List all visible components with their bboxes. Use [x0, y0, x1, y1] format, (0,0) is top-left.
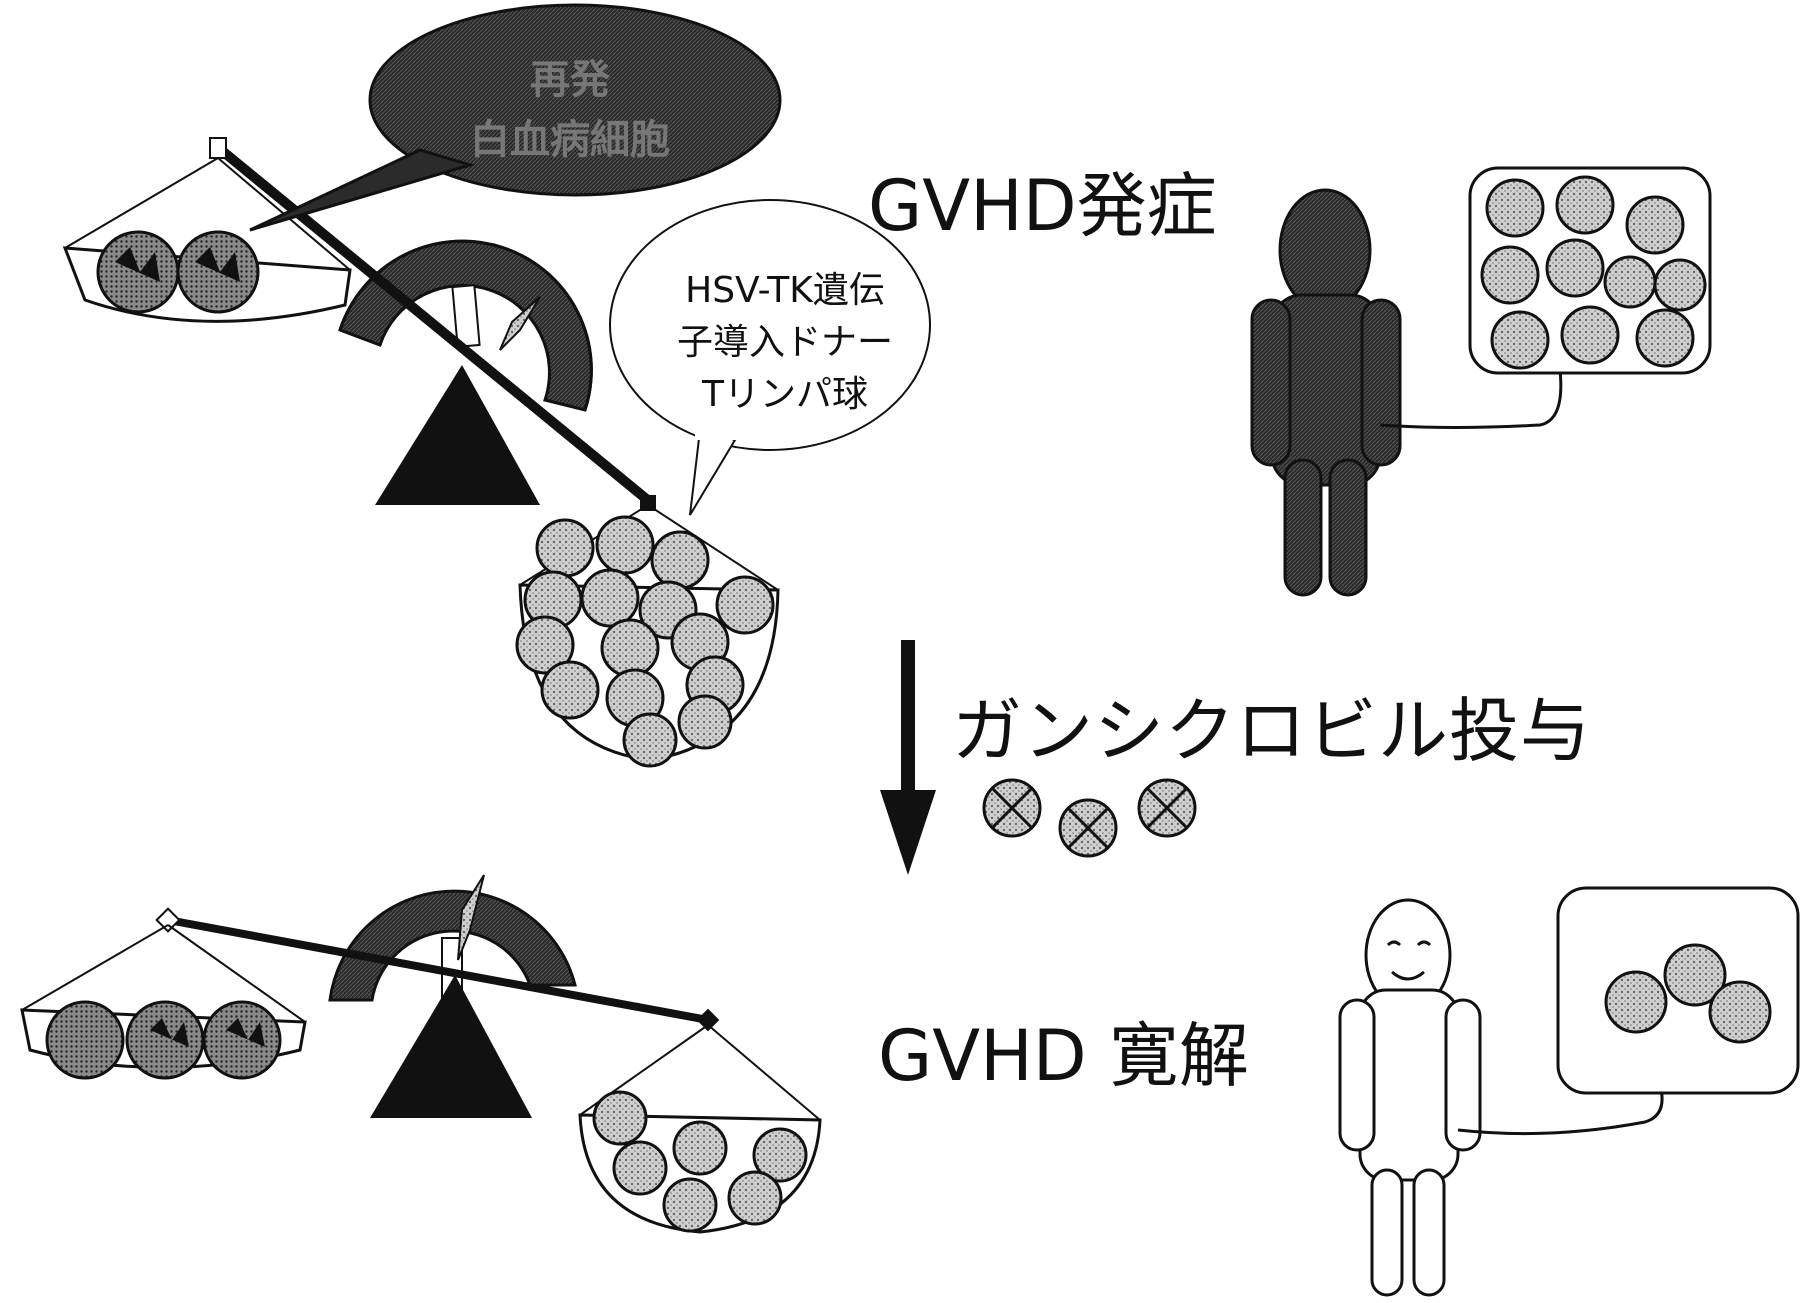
- bottom-beam: [167, 916, 709, 1024]
- relapse-bubble-text: 再発 白血病細胞: [400, 50, 740, 170]
- donor-line-2: 子導入ドナー: [676, 322, 893, 363]
- bottom-connector-line: [1457, 1084, 1664, 1136]
- relapse-line-2: 白血病細胞: [470, 117, 670, 163]
- bottom-cell-panel: [1556, 886, 1800, 1095]
- gvhd-onset-label: GVHD発症: [868, 165, 1217, 247]
- bottom-fulcrum-triangle: [370, 975, 532, 1118]
- down-arrow: [880, 640, 936, 875]
- bottom-gauge-arc: [328, 889, 577, 1002]
- top-connector-line: [1379, 369, 1563, 429]
- ganciclovir-label: ガンシクロビル投与: [952, 690, 1591, 772]
- top-gauge-pointer: [499, 296, 541, 351]
- bottom-gauge-pointer: [457, 874, 485, 961]
- bottom-remaining-tcells: [592, 1090, 808, 1233]
- bottom-balance-scale: [20, 874, 822, 1234]
- patient-recovered: [1338, 898, 1482, 1297]
- donor-line-1: HSV-TK遺伝: [685, 270, 885, 311]
- patient-sick: [1250, 188, 1402, 597]
- top-fulcrum-triangle: [375, 365, 540, 505]
- killed-cells: [982, 778, 1197, 858]
- donor-line-3: Tリンパ球: [702, 374, 868, 415]
- top-balance-scale: [62, 137, 780, 768]
- bottom-leukemia-cells: [45, 1000, 282, 1080]
- donor-cells-bubble-text: HSV-TK遺伝 子導入ドナー Tリンパ球: [640, 265, 930, 421]
- relapse-bubble: [249, 3, 782, 232]
- top-beam: [211, 141, 654, 506]
- top-cell-panel: [1468, 166, 1712, 375]
- top-leukemia-cells: [96, 230, 260, 314]
- top-donor-tcells: [515, 515, 775, 768]
- donor-cells-bubble: [609, 199, 931, 516]
- gvhd-remission-label: GVHD 寛解: [878, 1015, 1249, 1097]
- relapse-line-1: 再発: [530, 57, 610, 103]
